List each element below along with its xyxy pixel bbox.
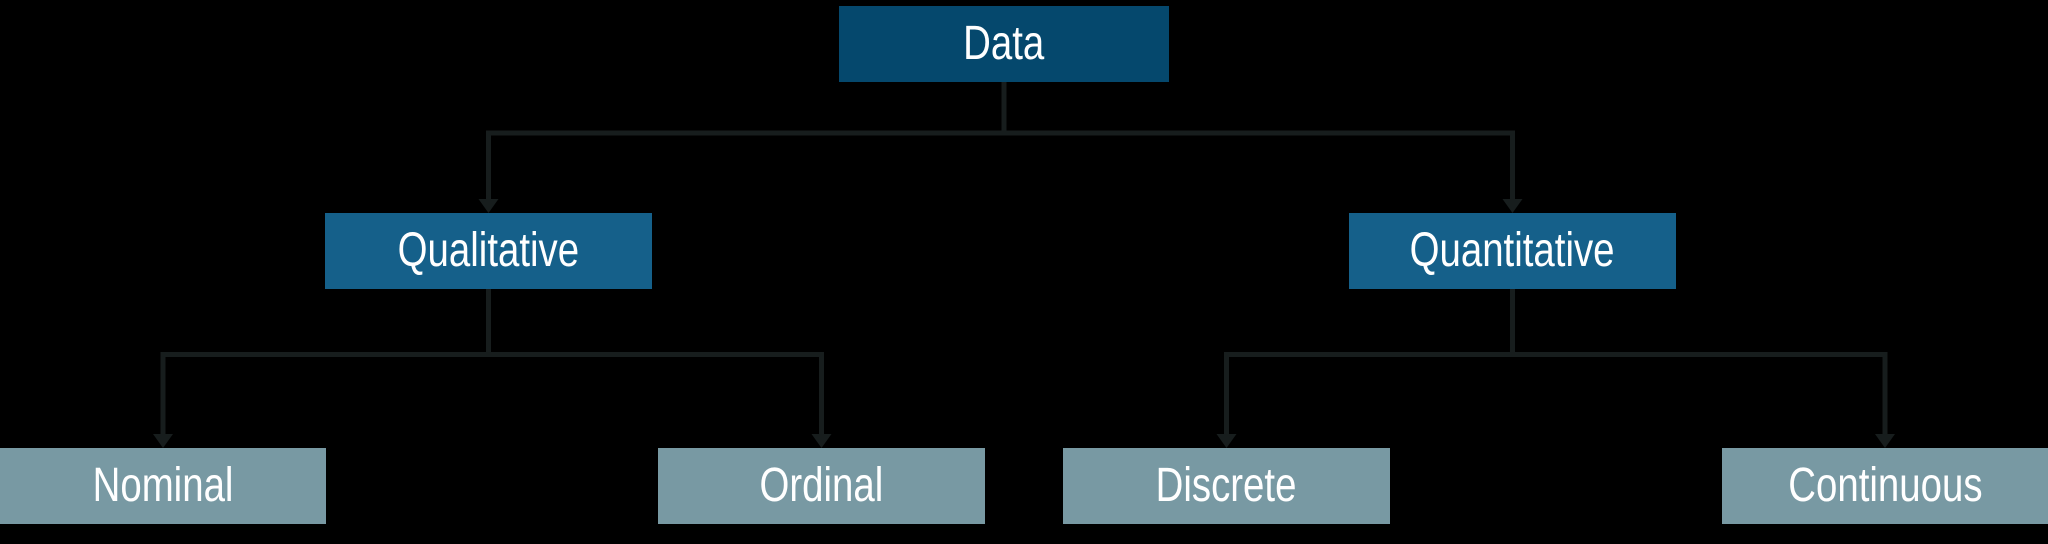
node-continuous-label: Continuous [1787, 459, 1983, 512]
node-continuous: Continuous [1722, 448, 2048, 524]
node-ordinal: Ordinal [658, 448, 985, 524]
node-ordinal-label: Ordinal [759, 459, 884, 512]
arrow-down-icon [1216, 434, 1237, 448]
arrow-down-icon [811, 434, 832, 448]
arrow-down-icon [1502, 199, 1523, 213]
node-quantitative-label: Quantitative [1410, 224, 1615, 277]
arrow-down-icon [478, 199, 499, 213]
node-quantitative: Quantitative [1349, 213, 1676, 289]
node-discrete-label: Discrete [1156, 459, 1297, 512]
connector-qualitative-to-leaves [160, 289, 824, 435]
arrow-down-icon [153, 434, 173, 448]
node-discrete: Discrete [1063, 448, 1390, 524]
node-nominal-label: Nominal [92, 459, 234, 512]
node-qualitative-label: Qualitative [397, 224, 580, 277]
connector-quantitative-to-leaves [1224, 289, 1888, 435]
connector-root-to-level2 [486, 81, 1515, 200]
node-qualitative: Qualitative [325, 213, 652, 289]
node-nominal: Nominal [0, 448, 326, 524]
node-data: Data [839, 6, 1169, 82]
node-data-label: Data [963, 17, 1045, 70]
arrow-down-icon [1875, 434, 1895, 448]
